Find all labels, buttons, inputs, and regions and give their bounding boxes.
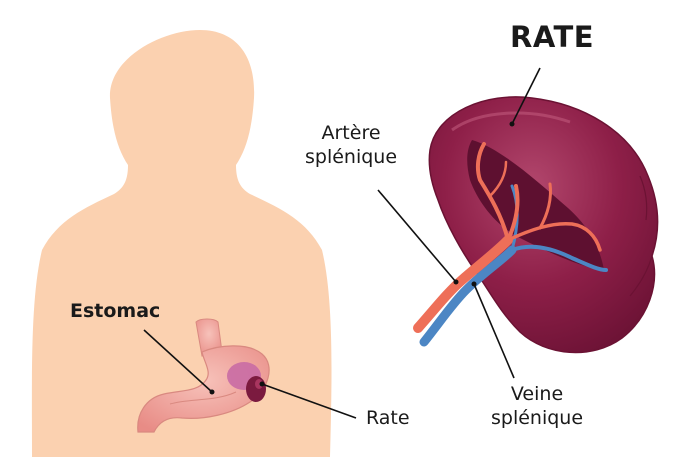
leader-artere-dot [453,279,459,285]
splenic-artery-branch-3 [506,221,602,252]
leader-lines [143,67,541,419]
leader-veine [473,283,515,379]
leader-estomac [143,329,213,393]
leader-veine-dot [471,281,477,287]
leader-rate-small-dot [259,381,265,387]
splenic-vein [419,245,517,347]
small-spleen [246,376,266,402]
splenic-artery-branch-2 [506,184,520,242]
splenic-artery-branch-1 [475,142,510,242]
small-spleen-label: Rate [366,407,410,429]
spleen-lobe-notch-2 [629,255,653,297]
splenic-vein-label-line1: Veine [510,383,564,405]
spleen-highlight [451,111,571,132]
splenic-artery-label-line2: splénique [305,146,398,168]
leader-rate-small [261,383,357,419]
splenic-artery-label-line1: Artère [321,122,381,144]
splenic-vein-label-line2: splénique [491,407,584,429]
stomach-illustration [137,318,270,433]
splenic-artery-label: Artère splénique [305,121,397,169]
leader-rate-title-dot [509,121,515,127]
spleen-lobe-notch-1 [639,175,648,221]
splenic-artery-branch-4 [538,182,552,230]
stomach-fold [169,391,237,405]
leader-rate-title [511,67,541,125]
spleen-hilum [467,140,604,270]
spleen-title-label: RATE [510,20,595,54]
leader-estomac-dot [209,389,215,395]
splenic-artery [413,235,513,333]
stomach-label: Estomac [70,300,161,322]
small-spleen-shade [255,379,263,389]
splenic-vein-label: Veine splénique [491,382,583,430]
splenic-artery-branch-5 [488,160,508,198]
splenic-vein-branch-1 [510,244,608,272]
leader-artere [377,189,457,283]
spleen-illustration [413,96,659,354]
